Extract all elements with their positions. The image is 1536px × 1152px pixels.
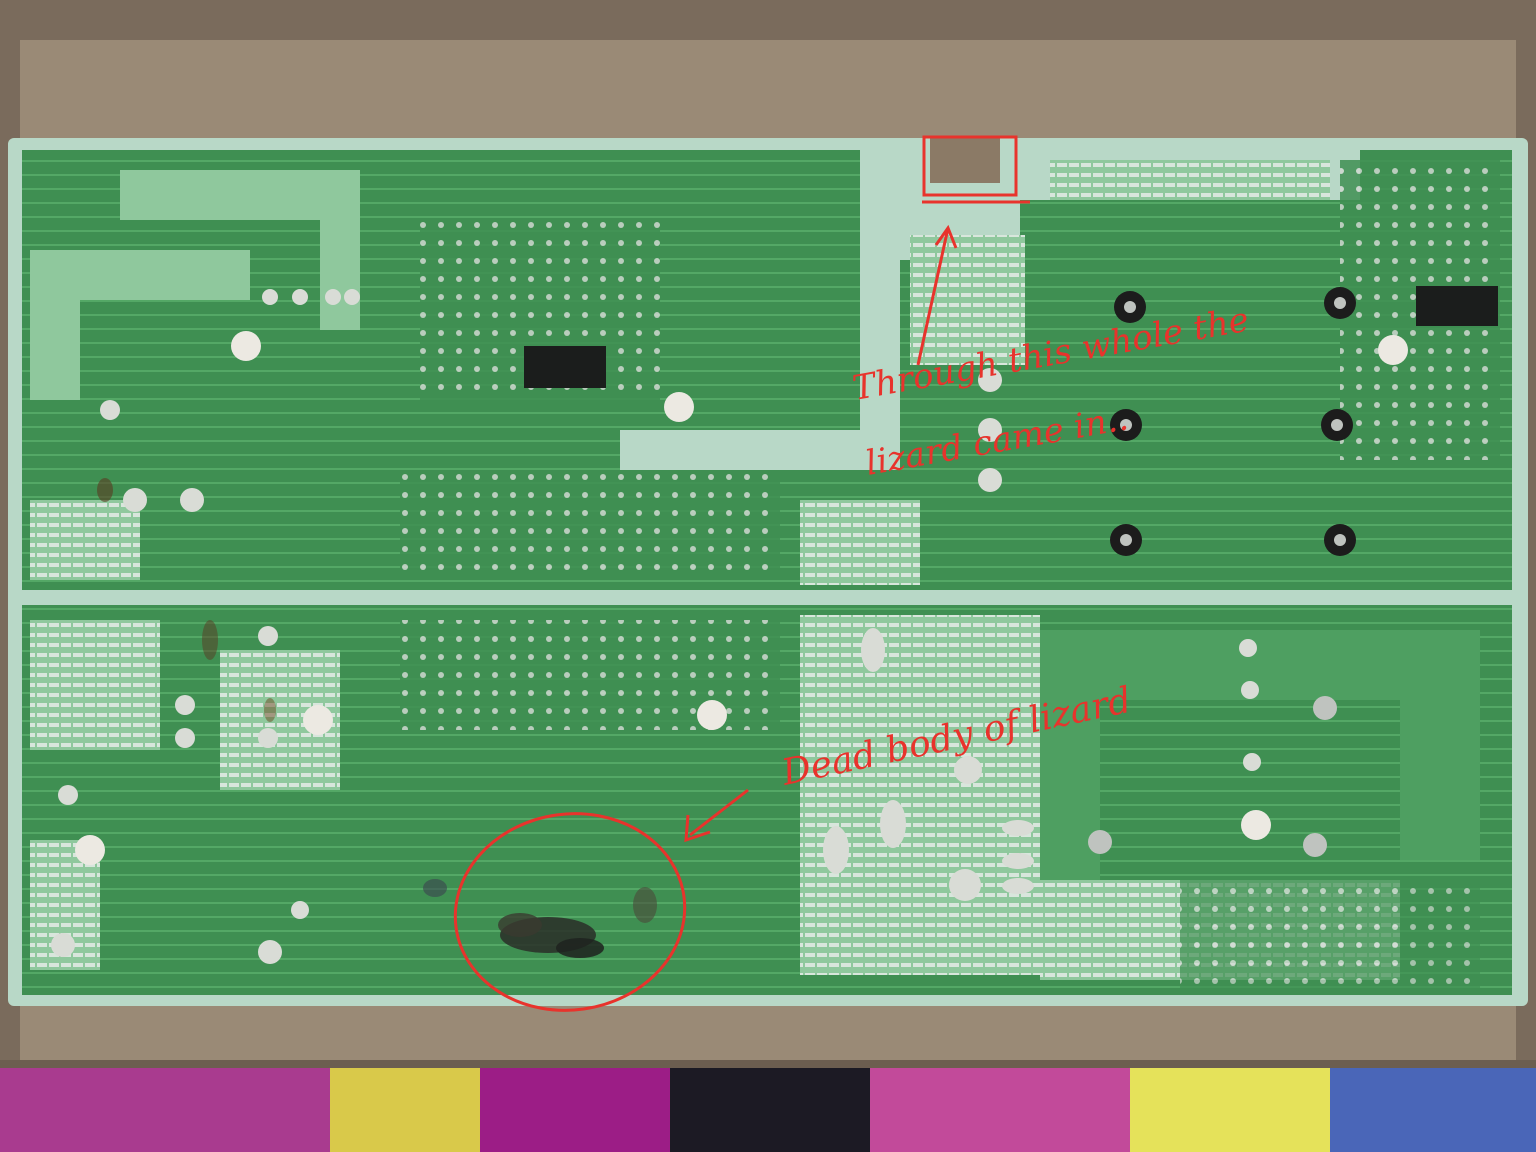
lizard-remains	[97, 478, 657, 958]
pcb-pad-field	[30, 620, 160, 750]
annotation-body-marker	[453, 788, 749, 1012]
pcb-pad-field	[800, 615, 1040, 975]
ic-chip	[1416, 286, 1498, 326]
pcb-via-field	[400, 470, 780, 580]
pcb-copper-region	[30, 250, 250, 400]
solder-joints	[51, 289, 1261, 964]
oval-pads	[823, 628, 1034, 894]
connector-slot	[930, 138, 1000, 183]
screws	[1088, 287, 1356, 857]
mounting-standoffs	[75, 331, 1408, 865]
annotation-entry-marker	[916, 135, 1030, 366]
pcb-via-field	[1180, 880, 1480, 990]
pcb-split-line	[22, 590, 1512, 605]
floor-strip	[0, 1068, 1536, 1152]
ic-chip	[524, 346, 606, 388]
pcb-pad-field	[1050, 160, 1330, 200]
pcb-copper-region	[1040, 630, 1480, 880]
pcb-copper-region	[30, 500, 140, 580]
box-flap-bottom	[0, 1060, 1536, 1070]
pcb-pad-field	[800, 500, 920, 585]
pcb-pad-field	[910, 235, 1025, 365]
pcb-copper-region	[120, 170, 360, 330]
